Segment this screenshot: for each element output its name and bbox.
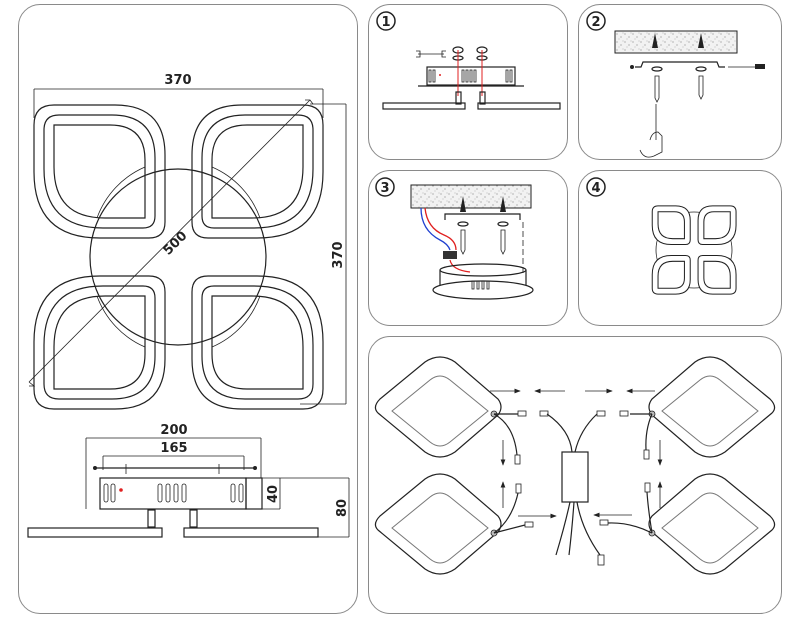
leaf-bottom-left xyxy=(33,275,166,410)
step-2-number: 2 xyxy=(591,15,600,30)
dim-base-width: 200 xyxy=(160,423,187,438)
module-bottom-left xyxy=(374,473,502,575)
dim-mount-spacing: 165 xyxy=(160,441,187,456)
step-1-badge xyxy=(376,11,396,31)
dim-top-height: 370 xyxy=(331,241,346,268)
step-1-number: 1 xyxy=(381,15,390,30)
canopy-circle xyxy=(89,168,267,346)
module-top-left xyxy=(374,356,502,458)
step-1-illustration: 1 xyxy=(376,11,561,110)
dim-base-height: 40 xyxy=(266,485,281,503)
dim-total-height: 80 xyxy=(335,499,350,517)
module-top-right xyxy=(648,356,776,458)
dim-top-width: 370 xyxy=(164,73,191,88)
dimensions-panel xyxy=(18,4,358,614)
step-3-illustration: 3 xyxy=(375,177,534,300)
step-2-panel xyxy=(578,4,782,160)
driver-box xyxy=(561,451,589,503)
step-4-number: 4 xyxy=(591,181,600,196)
terminal-block xyxy=(443,251,457,259)
top-view: 370 370 500 xyxy=(28,73,347,410)
step-3-number: 3 xyxy=(380,181,389,196)
module-bottom-right xyxy=(648,473,776,575)
ceiling xyxy=(614,30,738,54)
dim-diagonal: 500 xyxy=(161,229,191,259)
wiring-illustration xyxy=(374,356,776,575)
step-4-panel xyxy=(578,170,782,326)
leaf-top-right xyxy=(191,104,324,239)
leaf-top-left xyxy=(33,104,166,239)
step-2-illustration: 2 xyxy=(586,11,765,158)
side-view: 200 165 40 80 xyxy=(27,423,350,538)
wiring-panel xyxy=(368,336,782,614)
step-4-illustration: 4 xyxy=(586,177,737,295)
leaf-bottom-right xyxy=(191,275,324,410)
